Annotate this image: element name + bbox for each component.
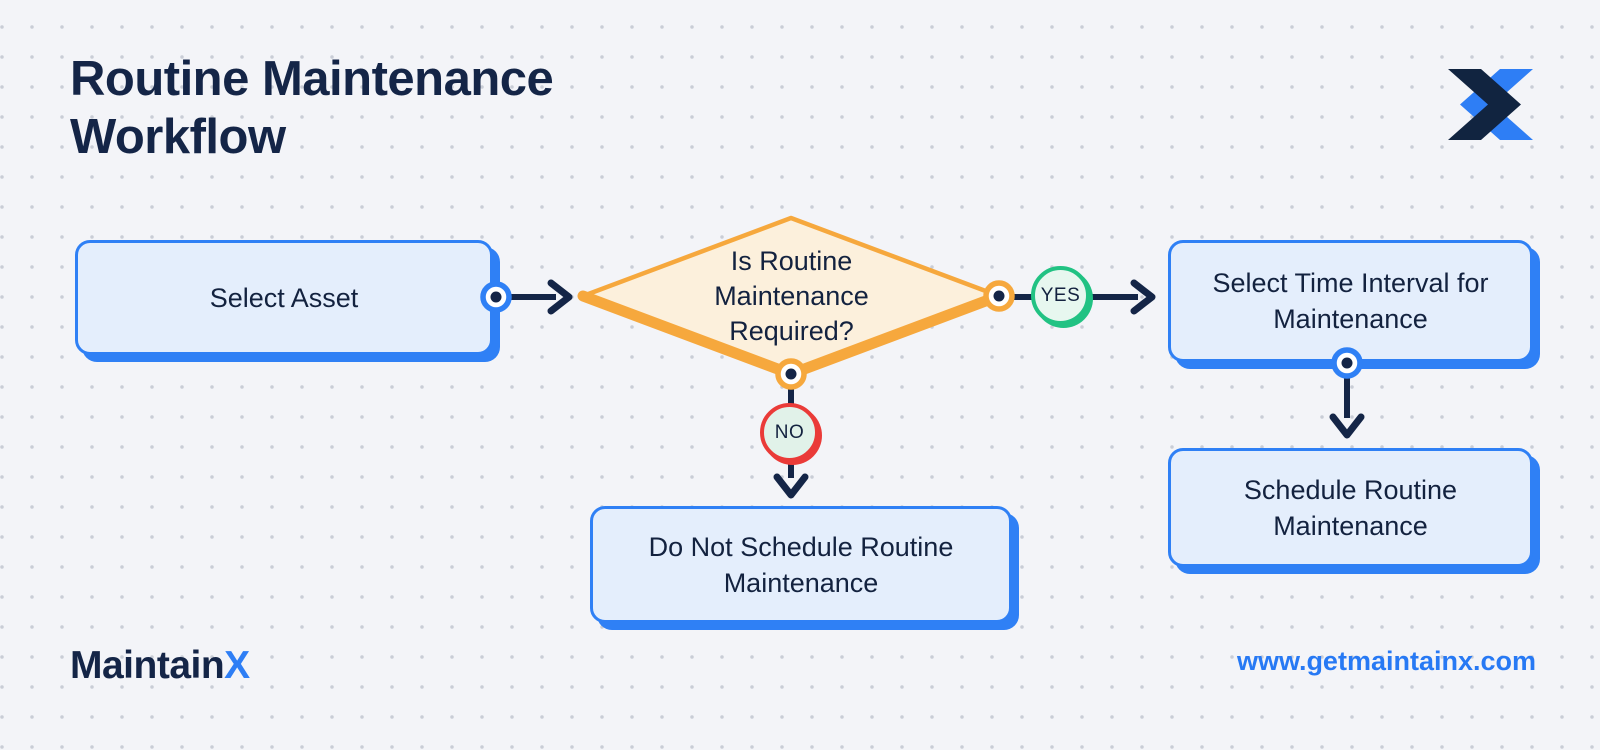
yes-branch-label: YES xyxy=(1040,284,1081,306)
no-branch-label: NO xyxy=(774,421,805,443)
no-branch-badge: NO xyxy=(760,403,819,462)
arrowhead-down-to-schedule xyxy=(1329,413,1365,439)
node-decision: Is Routine Maintenance Required? xyxy=(664,237,919,355)
node-select-asset-label: Select Asset xyxy=(209,282,359,313)
arrowhead-right-to-time-interval xyxy=(1130,279,1156,315)
node-schedule-maintenance-label: Schedule Routine Maintenance xyxy=(1243,474,1458,541)
wordmark-maintain: Maintain xyxy=(70,644,225,687)
arrowhead-right-to-decision xyxy=(547,279,573,315)
wordmark-x: X xyxy=(224,644,250,687)
x-icon-navy-chevron xyxy=(1448,69,1521,140)
node-select-asset: Select Asset xyxy=(75,240,493,355)
node-select-time-interval: Select Time Interval for Maintenance xyxy=(1168,240,1533,362)
port-select-asset-right xyxy=(480,281,512,313)
port-time-interval-bottom xyxy=(1331,347,1363,379)
port-decision-right xyxy=(983,280,1015,312)
node-do-not-schedule: Do Not Schedule Routine Maintenance xyxy=(590,506,1012,623)
node-do-not-schedule-label: Do Not Schedule Routine Maintenance xyxy=(648,531,954,598)
port-decision-bottom xyxy=(775,358,807,390)
yes-branch-badge: YES xyxy=(1031,266,1090,325)
arrowhead-down-to-do-not-schedule xyxy=(773,473,809,499)
maintainx-wordmark: MaintainX xyxy=(70,644,250,688)
website-url: www.getmaintainx.com xyxy=(1236,646,1536,676)
node-select-time-interval-label: Select Time Interval for Maintenance xyxy=(1212,268,1489,334)
page-title: Routine Maintenance Workflow xyxy=(70,52,554,164)
maintainx-x-icon xyxy=(1448,69,1533,140)
node-decision-label: Is Routine Maintenance Required? xyxy=(714,245,869,346)
node-schedule-maintenance: Schedule Routine Maintenance xyxy=(1168,448,1533,567)
